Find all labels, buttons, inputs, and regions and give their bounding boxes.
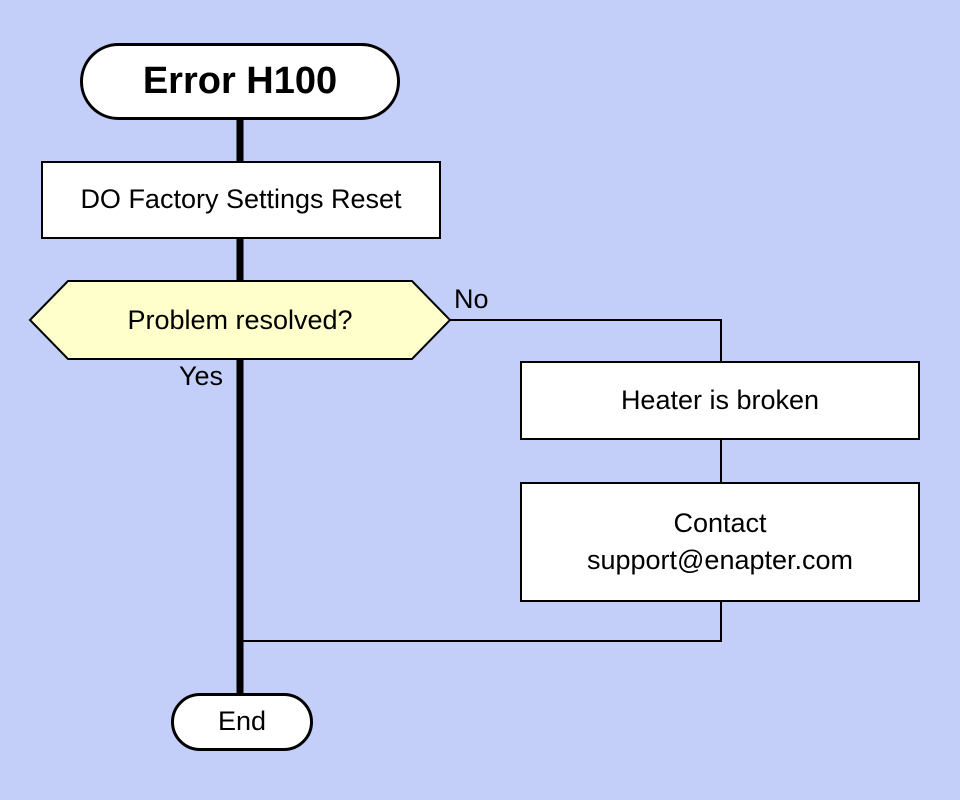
connector-decision-to-heater (450, 319, 722, 362)
edge-label-no: No (454, 284, 489, 314)
start-node-label: Error H100 (142, 59, 338, 102)
contact-node-line1: Contact (673, 508, 767, 538)
decision-node-label: Problem resolved? (127, 304, 353, 335)
decision-node: Problem resolved? (30, 281, 450, 359)
end-node: End (171, 693, 313, 751)
heater-node-label: Heater is broken (620, 384, 820, 415)
heater-node: Heater is broken (520, 361, 920, 440)
process-node: DO Factory Settings Reset (41, 161, 441, 239)
edge-label-yes: Yes (179, 361, 224, 391)
connector-contact-to-main-line (243, 601, 722, 642)
contact-node-line2: support@enapter.com (586, 545, 854, 575)
contact-node: Contact support@enapter.com (520, 482, 920, 602)
start-node: Error H100 (80, 43, 400, 120)
process-node-label: DO Factory Settings Reset (80, 184, 402, 215)
end-node-label: End (217, 706, 267, 737)
